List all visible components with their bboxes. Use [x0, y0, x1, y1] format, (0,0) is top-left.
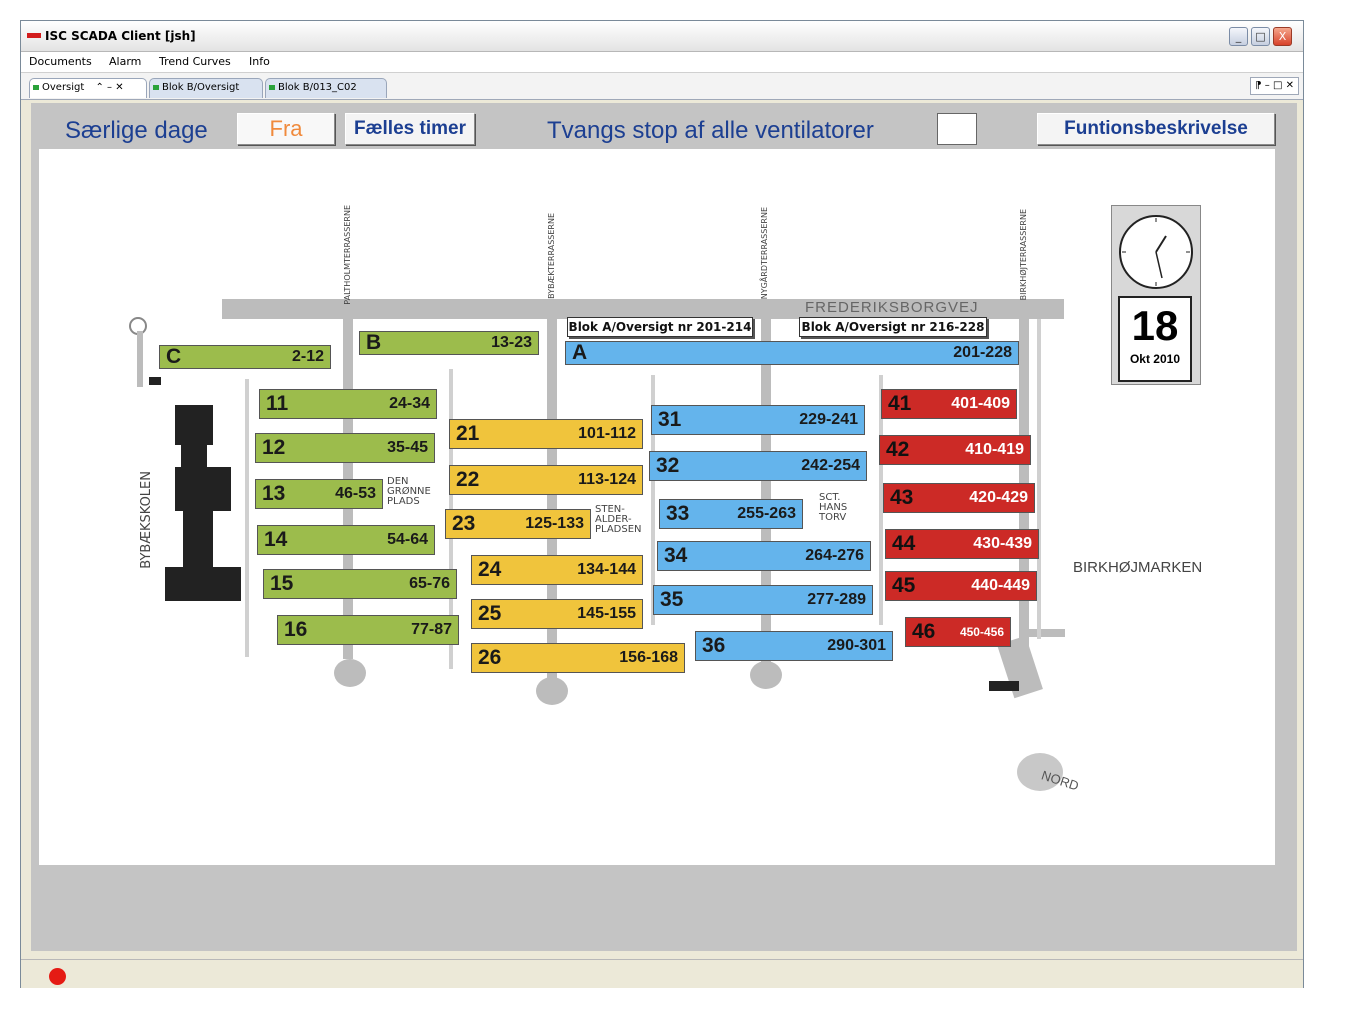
school-building [175, 405, 213, 445]
tvangs-stop-label: Tvangs stop af alle ventilatorer [547, 117, 874, 144]
menu-info[interactable]: Info [249, 55, 270, 68]
blok-a-216-228-link[interactable]: Blok A/Oversigt nr 216-228 [799, 317, 987, 337]
tab-blok-b-013[interactable]: Blok B/013_C02 [265, 78, 387, 98]
school-building [183, 511, 213, 567]
compass-icon [1017, 753, 1063, 791]
tab-bar: Oversigt ⌃ – ✕ Blok B/Oversigt Blok B/01… [21, 73, 1303, 100]
maximize-button[interactable]: □ [1251, 27, 1270, 46]
bybaek-label: BYBÆKTERRASSERNE [547, 213, 556, 299]
date-month-year: Okt 2010 [1129, 352, 1181, 366]
road-end-circle [536, 677, 568, 705]
tab-label: Oversigt [42, 82, 85, 93]
path [245, 379, 249, 657]
school-building [181, 445, 207, 467]
clock-icon [1119, 215, 1193, 289]
minimize-button[interactable]: _ [1229, 27, 1248, 46]
menu-trend-curves[interactable]: Trend Curves [159, 55, 231, 68]
bybaekskolen-label: BYBÆKSKOLEN [139, 471, 154, 569]
school-building [175, 467, 231, 511]
menu-bar: Documents Alarm Trend Curves Info [21, 52, 1303, 73]
parking-mark [989, 681, 1019, 691]
tab-label: Blok B/013_C02 [278, 82, 357, 93]
window-title: ISC SCADA Client [jsh] [45, 29, 196, 43]
nygaard-label: NYGÅRDTERRASSERNE [760, 207, 769, 300]
tab-icon [269, 85, 275, 90]
app-window: ISC SCADA Client [jsh] _ □ X Documents A… [20, 20, 1304, 988]
content-area: Særlige dage Fra Fælles timer Tvangs sto… [31, 103, 1297, 951]
date-box: 18 Okt 2010 [1118, 296, 1192, 382]
app-icon [27, 33, 41, 38]
den-gronne-plads-label: DEN GRØNNE PLADS [387, 476, 431, 507]
tab-blok-b-oversigt[interactable]: Blok B/Oversigt [149, 78, 263, 98]
birkhoj-label: BIRKHØJTERRASSERNE [1019, 209, 1028, 301]
menu-alarm[interactable]: Alarm [109, 55, 142, 68]
school-building [165, 567, 241, 601]
menu-documents[interactable]: Documents [29, 55, 92, 68]
faelles-timer-button[interactable]: Fælles timer [345, 113, 475, 145]
block-b[interactable]: B 13-23 [359, 331, 539, 355]
tab-label: Blok B/Oversigt [162, 82, 240, 93]
tab-icon [33, 85, 39, 90]
road-bybaek [547, 319, 557, 679]
date-day: 18 [1131, 302, 1179, 349]
frederiksborgvej-road [222, 299, 1064, 319]
alarm-status-indicator[interactable] [49, 968, 66, 985]
site-map: FREDERIKSBORGVEJ PALTHOLMTERRASSERNE BYB… [39, 149, 1275, 865]
frederiksborgvej-label: FREDERIKSBORGVEJ [805, 299, 979, 316]
block-a[interactable]: A 201-228 [565, 341, 1019, 365]
road-nygaard [761, 319, 771, 669]
block-c[interactable]: C 2-12 [159, 345, 331, 369]
paltho-label: PALTHOLMTERRASSERNE [343, 205, 352, 305]
tvangs-stop-checkbox[interactable] [937, 113, 977, 145]
road-end-circle [750, 661, 782, 689]
road-branch [1029, 629, 1065, 637]
road-end-circle [334, 659, 366, 687]
tab-panel-controls[interactable]: ⁋ – □ ✕ [1250, 77, 1299, 95]
sten-alder-pladsen-label: STEN-ALDER-PLADSEN [595, 504, 642, 535]
blok-a-201-214-link[interactable]: Blok A/Oversigt nr 201-214 [567, 317, 753, 337]
path [1037, 319, 1041, 639]
saerlige-dage-label: Særlige dage [65, 117, 208, 144]
close-button[interactable]: X [1273, 27, 1292, 46]
birkhojmarken-label: BIRKHØJMARKEN [1073, 559, 1203, 576]
status-bar [21, 959, 1303, 988]
tab-icon [153, 85, 159, 90]
funtionsbeskrivelse-button[interactable]: Funtionsbeskrivelse [1037, 113, 1275, 145]
title-bar: ISC SCADA Client [jsh] _ □ X [21, 21, 1303, 52]
clock-widget: 18 Okt 2010 [1111, 205, 1201, 385]
path [651, 375, 655, 625]
side-road [137, 331, 143, 387]
fra-button[interactable]: Fra [237, 113, 335, 145]
tab-controls[interactable]: ⌃ – ✕ [95, 82, 124, 93]
parking-mark [149, 377, 161, 385]
path [879, 375, 883, 625]
sct-hans-torv-label: SCT. HANS TORV [819, 492, 848, 523]
tab-oversigt[interactable]: Oversigt ⌃ – ✕ [29, 78, 147, 98]
